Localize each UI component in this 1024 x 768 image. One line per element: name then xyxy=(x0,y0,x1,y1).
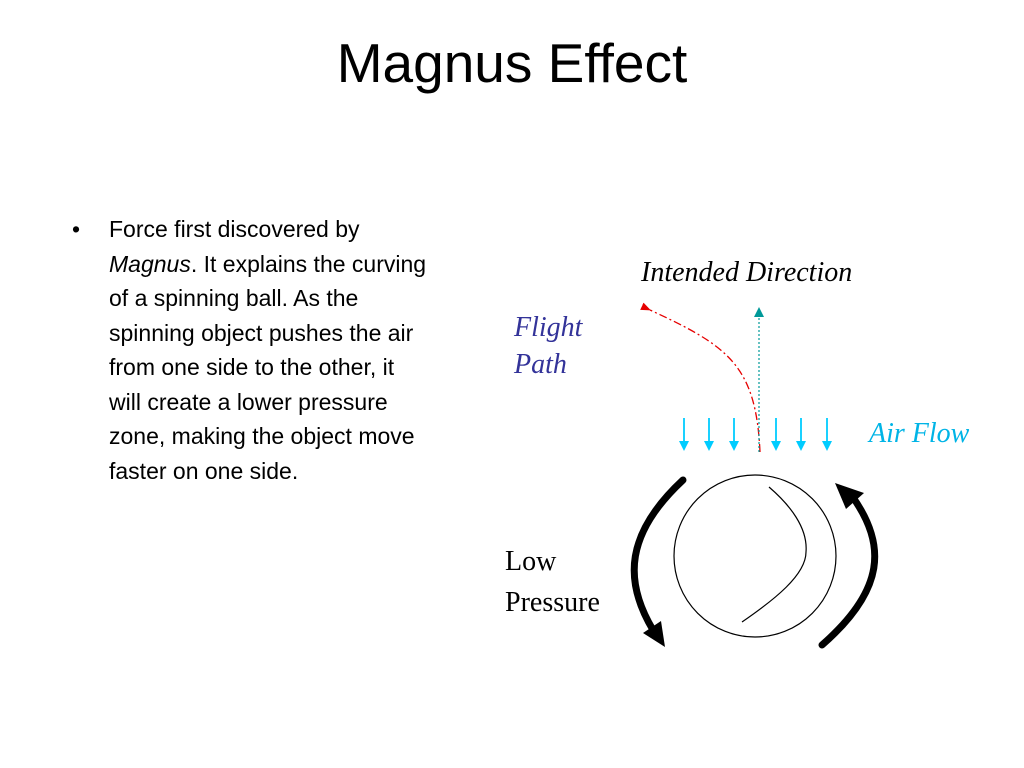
spin-arrow-right xyxy=(818,492,879,649)
bullet-item: • Force first discovered by Magnus. It e… xyxy=(72,212,432,488)
spin-arrow-left xyxy=(630,476,687,634)
intended-direction-label: Intended Direction xyxy=(641,257,853,288)
bullet-lead-text: Force first discovered by xyxy=(109,216,360,242)
air-flow-arrow xyxy=(679,418,689,451)
bullet-rest-text: . It explains the curving of a spinning … xyxy=(109,250,427,484)
flight-path-label: Flight Path xyxy=(514,309,582,383)
air-flow-arrow xyxy=(704,418,714,451)
intended-direction-arrowhead xyxy=(754,307,764,317)
air-flow-arrow xyxy=(796,418,806,451)
flight-path-line xyxy=(640,302,761,453)
spin-arrow-left-head xyxy=(643,621,665,647)
air-flow-label: Air Flow xyxy=(869,418,970,449)
bullet-list: • Force first discovered by Magnus. It e… xyxy=(72,212,432,488)
flight-path-label-line1: Flight xyxy=(514,312,583,343)
flight-path-label-line2: Path xyxy=(514,349,567,380)
low-pressure-label-line1: Low xyxy=(505,546,557,577)
spin-arrow-right-head xyxy=(835,483,864,509)
ball-seam xyxy=(741,486,807,623)
air-flow-arrow xyxy=(729,418,739,451)
low-pressure-label-line2: Pressure xyxy=(505,587,600,618)
air-flow-arrow xyxy=(771,418,781,451)
air-flow-arrow xyxy=(822,418,832,451)
bullet-symbol: • xyxy=(72,216,81,242)
low-pressure-label: Low Pressure xyxy=(505,541,600,623)
bullet-emphasis-text: Magnus xyxy=(109,250,191,277)
slide-title: Magnus Effect xyxy=(336,32,688,94)
air-flow-arrows xyxy=(679,418,832,451)
